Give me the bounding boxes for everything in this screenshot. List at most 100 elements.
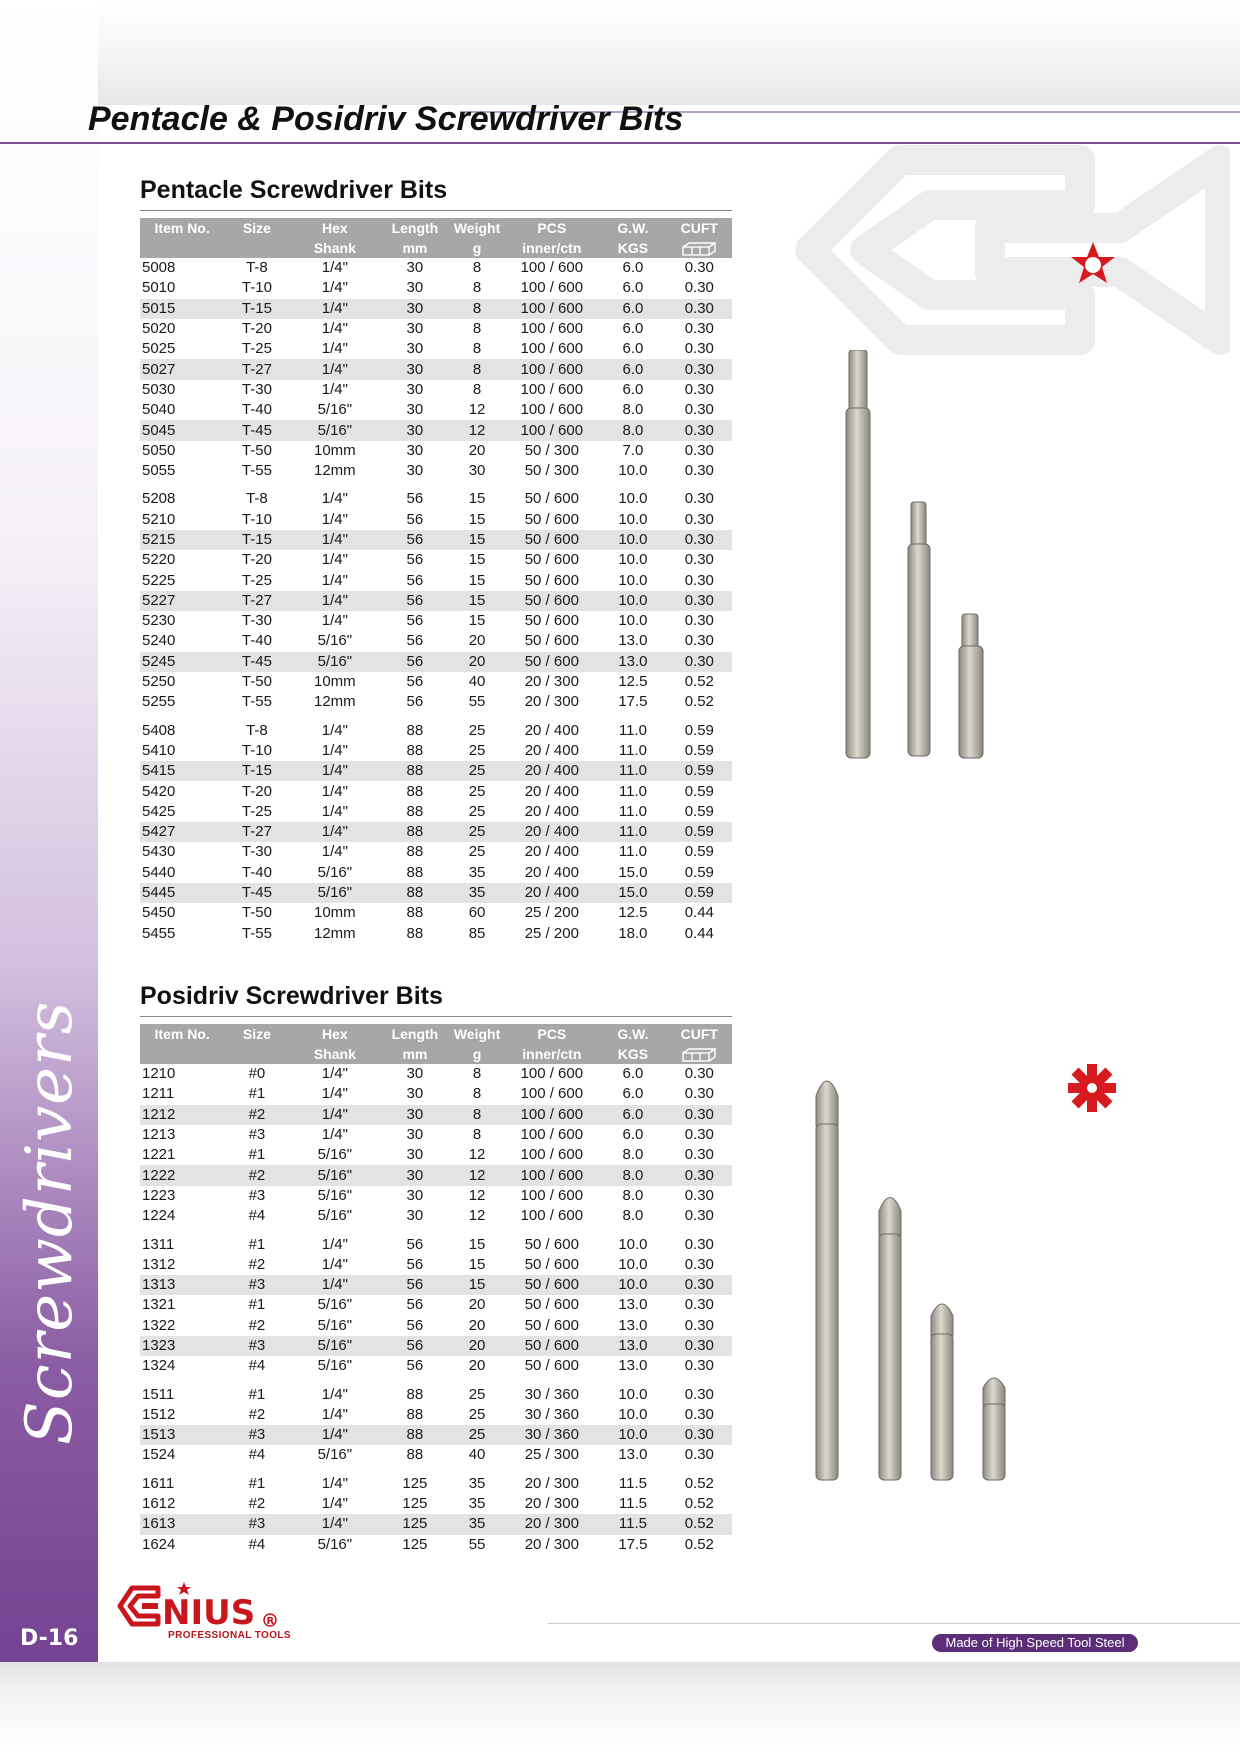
column-header: mm	[380, 238, 450, 258]
page-title: Pentacle & Posidriv Screwdriver Bits	[88, 100, 684, 138]
table-cell: 6.0	[622, 340, 644, 358]
table-cell: 50 / 600	[524, 490, 579, 508]
table-cell: 15	[468, 490, 486, 508]
item-number-cell: 1311	[142, 1235, 175, 1253]
table-cell: 12	[449, 1165, 505, 1186]
table-cell: 0.30	[684, 1065, 714, 1083]
table-cell: 1/4"	[321, 490, 348, 508]
table-cell: 8.0	[599, 1165, 667, 1186]
table-cell: 56	[406, 612, 424, 630]
table-cell: #4	[248, 1207, 266, 1225]
table-cell: 8	[472, 320, 482, 338]
table-cell: 50 / 600	[524, 1235, 579, 1253]
table-cell: 20 / 300	[524, 1495, 579, 1513]
table-cell: 5/16"	[317, 1446, 353, 1464]
table-cell: 0.59	[684, 863, 714, 881]
table-cell: T-25	[241, 340, 272, 358]
table-cell: 8	[472, 1126, 482, 1144]
table-cell: 15	[468, 510, 486, 528]
table-cell: T-10	[241, 279, 272, 297]
carton-box-icon	[682, 1048, 717, 1062]
table-cell: 0.30	[666, 651, 732, 672]
table-cell: #1	[248, 1385, 266, 1403]
table-cell: T-15	[224, 298, 290, 319]
table-cell: 10.0	[618, 1405, 648, 1423]
table-cell: 11.5	[599, 1514, 667, 1535]
table-cell: 15	[449, 1274, 505, 1296]
table-cell: 5/16"	[289, 1335, 381, 1357]
table-cell: 1/4"	[321, 1065, 348, 1083]
table-cell: 20 / 400	[524, 782, 579, 800]
table-cell: 40	[468, 673, 486, 691]
table-cell: 30	[406, 462, 424, 480]
table-cell: 6.0	[599, 1104, 667, 1125]
item-number-cell: 1322	[142, 1316, 176, 1334]
item-number-cell: 5027	[140, 359, 225, 380]
table-cell: 0.30	[684, 320, 714, 338]
table-cell: 0.30	[684, 279, 714, 297]
table-cell: #2	[248, 1405, 266, 1423]
table-cell: 30	[406, 1126, 424, 1144]
item-number-cell: 5030	[142, 380, 176, 398]
column-header: CUFT	[666, 218, 732, 238]
table-cell: 1/4"	[289, 359, 381, 380]
table-cell: 0.44	[684, 924, 714, 942]
table-cell: 0.30	[666, 298, 732, 319]
table-cell: 0.30	[666, 529, 732, 551]
item-number-cell: 5020	[142, 320, 176, 338]
column-header: Size	[224, 218, 290, 238]
column-header: g	[449, 1044, 505, 1064]
table-cell: 125	[402, 1495, 428, 1513]
table-cell: 56	[406, 673, 424, 691]
table-cell: 10.0	[599, 590, 667, 612]
table-cell: T-27	[224, 822, 290, 843]
item-number-cell: 1624	[142, 1535, 176, 1553]
item-number-cell: 5227	[140, 590, 225, 612]
table-cell: #2	[224, 1165, 290, 1186]
column-header: PCS	[504, 1024, 600, 1044]
table-cell: 8	[472, 380, 482, 398]
item-number-cell: 5010	[142, 279, 176, 297]
item-number-cell: 5255	[142, 693, 176, 711]
item-number-cell: 1612	[142, 1495, 176, 1513]
table-cell: T-8	[246, 490, 268, 508]
table-cell: 8	[472, 259, 482, 277]
table-cell: 0.30	[666, 359, 732, 380]
table-cell: 20 / 300	[524, 673, 579, 691]
column-header	[666, 1044, 732, 1064]
svg-text:NIUS: NIUS	[162, 1593, 255, 1632]
table-cell: 20 / 400	[504, 761, 600, 782]
item-number-cell: 5045	[140, 420, 225, 441]
item-number-cell: 1613	[140, 1514, 225, 1535]
column-header	[224, 238, 290, 258]
table-cell: 7.0	[622, 441, 644, 459]
item-number-cell: 1524	[142, 1446, 176, 1464]
column-header: KGS	[599, 1044, 667, 1064]
table-cell: 30	[406, 259, 424, 277]
table-cell: 88	[406, 924, 424, 942]
table-cell: 15	[449, 590, 505, 612]
table-cell: 88	[380, 822, 450, 843]
table-cell: 0.30	[684, 1385, 714, 1403]
table-cell: 5/16"	[289, 420, 381, 441]
table-cell: 10.0	[618, 462, 648, 480]
table-cell: 5/16"	[289, 882, 381, 904]
table-cell: 6.0	[622, 320, 644, 338]
table-cell: 35	[449, 882, 505, 904]
table-cell: 0.52	[684, 673, 714, 691]
table-cell: 1/4"	[321, 721, 348, 739]
table-cell: #2	[248, 1316, 266, 1334]
table-cell: 15	[468, 1255, 486, 1273]
table-cell: 88	[406, 1446, 424, 1464]
table-cell: 11.0	[599, 822, 667, 843]
